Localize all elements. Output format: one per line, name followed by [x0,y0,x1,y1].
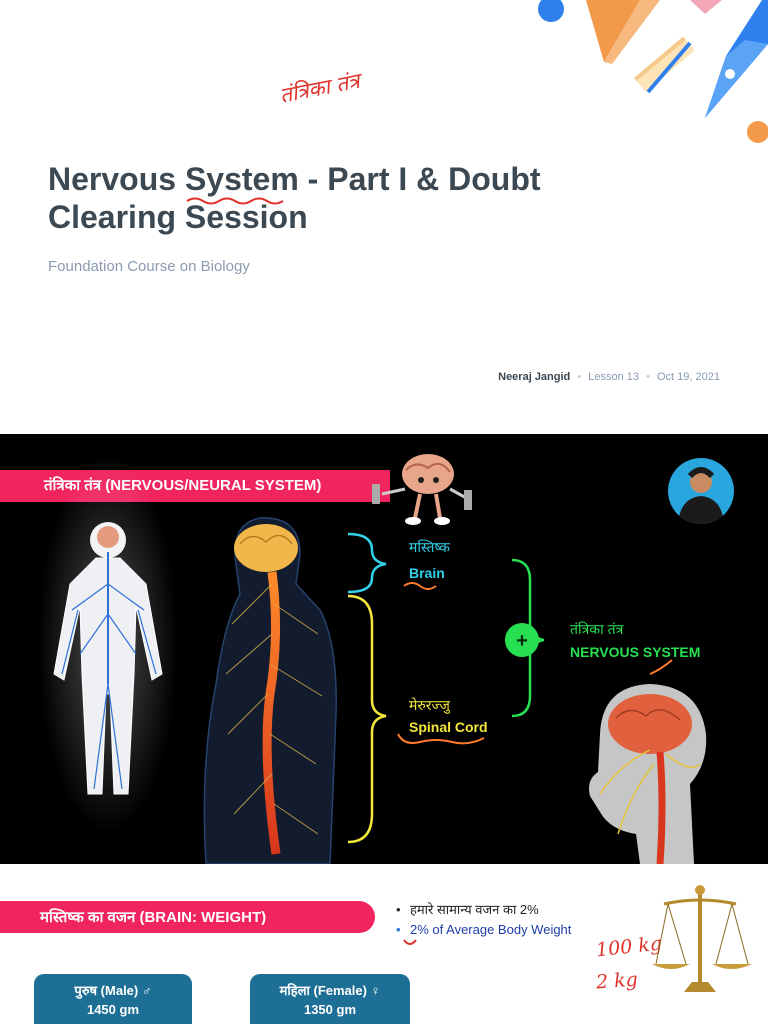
male-brain-weight-card: पुरुष (Male) ♂ 1450 gm [34,974,192,1024]
plus-icon [505,623,539,657]
list-item: • हमारे सामान्य वजन का 2% [396,900,571,920]
handwritten-underline [186,197,284,205]
nervous-system-bracket [511,558,545,718]
brain-label: Brain [409,565,445,581]
female-label: महिला (Female) ♀ [279,983,381,998]
spinal-cord-bracket [347,594,387,844]
presenter-avatar [668,458,734,524]
bullet-text: हमारे सामान्य वजन का 2% [410,902,539,917]
head-brain-illustration [589,684,707,864]
meta-separator: • [577,371,582,383]
brain-label-hindi: मस्तिष्क [409,539,450,555]
course-subtitle: Foundation Course on Biology [48,258,250,275]
lesson-title: Nervous System - Part I & Doubt Clearing… [48,160,608,236]
author-name: Neeraj Jangid [498,371,571,383]
brain-weight-slide: मस्तिष्क का वजन (BRAIN: WEIGHT) • हमारे स… [0,868,768,1024]
section-banner-title: मस्तिष्क का वजन (BRAIN: WEIGHT) [40,909,267,926]
human-body-front-illustration [38,454,178,834]
decorative-stationery-illustration [538,0,768,143]
male-label: पुरुष (Male) ♂ [74,983,152,998]
brain-weight-points: • हमारे सामान्य वजन का 2% • 2% of Average … [396,900,571,940]
female-brain-weight-card: महिला (Female) ♀ 1350 gm [250,974,410,1024]
handwritten-underline [403,582,437,590]
handwritten-underline [397,733,485,745]
bullet-mark: • [396,922,401,937]
lesson-meta: Neeraj Jangid • Lesson 13 • Oct 19, 2021 [498,371,720,383]
title-slide: तंत्रिका तंत्र Nervous System - Part I &… [0,0,768,430]
presenter-icon [678,467,724,524]
brain-bracket [347,532,387,594]
list-item: • 2% of Average Body Weight [396,920,571,940]
nervous-system-label: NERVOUS SYSTEM [570,644,701,660]
male-weight-value: 1450 gm [86,1002,140,1017]
handwritten-underline [649,659,673,675]
meta-separator: • [646,371,650,383]
spinal-cord-label: Spinal Cord [409,719,488,735]
bullet-mark: • [396,902,401,917]
lesson-number: Lesson 13 [588,371,640,383]
nervous-system-slide: तंत्रिका तंत्र (NERVOUS/NEURAL SYSTEM) [0,434,768,864]
lesson-title-line1: Nervous System - Part I & Doubt [48,161,541,197]
bullet-text: 2% of Average Body Weight [410,922,572,937]
nervous-system-illustrations: + [38,454,707,864]
nervous-system-label-hindi: तंत्रिका तंत्र [570,621,624,637]
plus-sign: + [516,630,528,652]
section-banner [0,901,375,933]
human-body-side-illustration [203,517,337,864]
lesson-title-line2: Clearing Session [48,199,308,235]
lesson-date: Oct 19, 2021 [657,371,720,383]
brain-mascot-icon [372,454,472,525]
spinal-cord-label-hindi: मेरुरज्जु [409,697,450,713]
female-weight-value: 1350 gm [303,1002,357,1017]
